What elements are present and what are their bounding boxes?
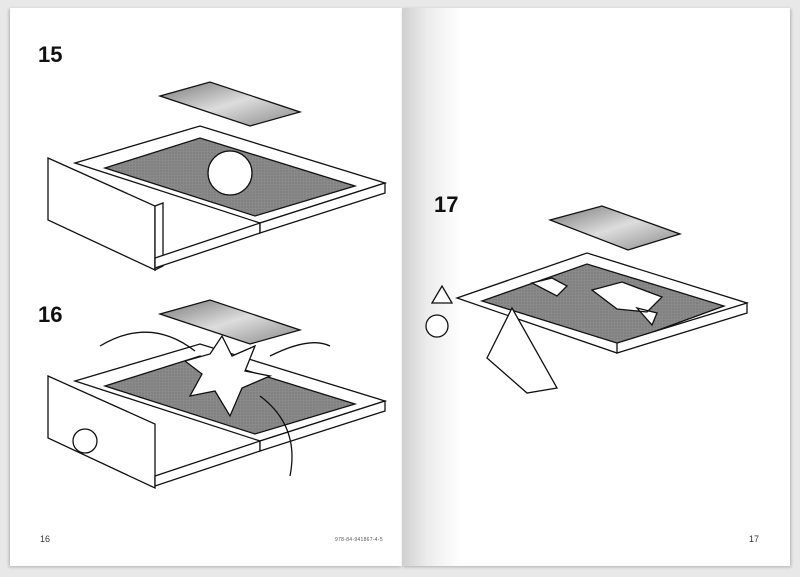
step-15-illustration (47, 81, 388, 272)
step-number: 16 (38, 302, 63, 327)
step-17-illustration (425, 205, 749, 394)
illustration (425, 205, 749, 394)
page-number: 16 (40, 534, 51, 544)
right-page: 17 17 (402, 8, 790, 566)
isbn: 978-84-941867-4-5 (335, 537, 383, 543)
page-number: 17 (749, 534, 760, 544)
step-16-illustration (47, 299, 388, 490)
step-number: 17 (434, 192, 459, 217)
illustrations (47, 81, 388, 490)
step-number: 15 (38, 42, 63, 67)
left-page: 15 16 16 978-84-941867-4- (10, 8, 402, 566)
